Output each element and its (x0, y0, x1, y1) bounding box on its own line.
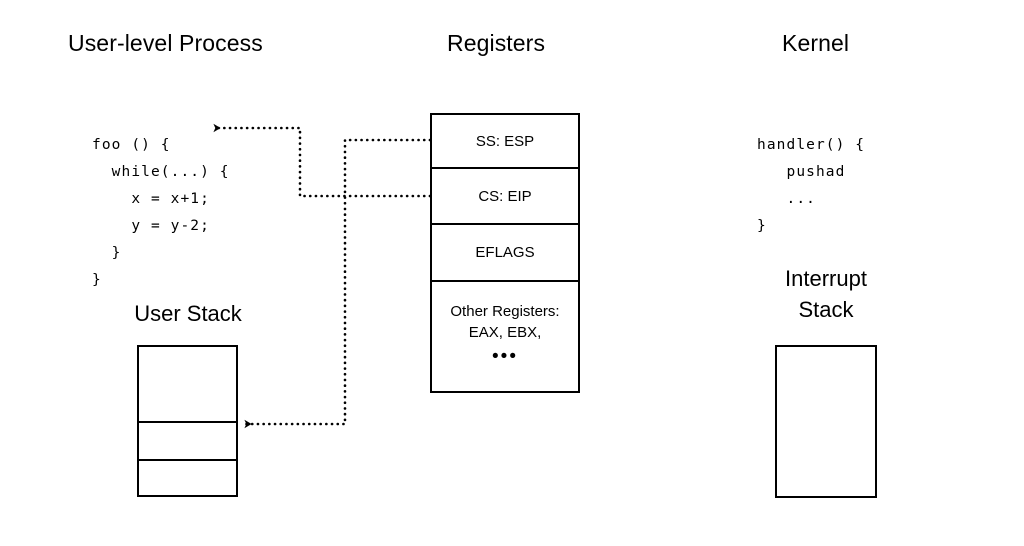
register-cell-cs-eip: CS: EIP (432, 169, 578, 225)
register-cell-ss-esp: SS: ESP (432, 115, 578, 169)
register-cell-other-registers-list: EAX, EBX, (468, 323, 542, 341)
register-cell-cs-eip-label: CS: EIP (478, 187, 532, 205)
kernel-handler-code: handler() { pushad ... } (757, 136, 866, 234)
interrupt-stack-box (775, 345, 877, 498)
user-stack-cell (139, 347, 236, 423)
register-cell-other-registers-label: Other Registers: (450, 302, 560, 320)
user-stack-box (137, 345, 238, 497)
register-cell-ss-esp-label: SS: ESP (475, 132, 535, 150)
interrupt-stack-title-line-1: Interrupt (785, 266, 867, 291)
column-heading-registers: Registers (447, 30, 546, 56)
user-stack-title: User Stack (134, 301, 242, 326)
interrupt-stack-title-line-2: Stack (798, 297, 854, 322)
register-cell-other-registers-ellipsis: ••• (492, 345, 518, 367)
registers-box: SS: ESP CS: EIP EFLAGS Other Registers: … (430, 113, 580, 393)
column-heading-kernel: Kernel (782, 30, 850, 56)
connector-cs-eip-to-code (212, 123, 432, 198)
column-heading-user-level-process: User-level Process (68, 30, 263, 56)
interrupt-stack-title: Interrupt Stack (763, 263, 889, 325)
register-cell-other-registers: Other Registers: EAX, EBX, ••• (432, 282, 578, 391)
register-cell-eflags-label: EFLAGS (475, 244, 535, 261)
user-stack-cell (139, 423, 236, 461)
register-cell-eflags: EFLAGS (432, 225, 578, 282)
user-process-code: foo () { while(...) { x = x+1; y = y-2; … (92, 136, 230, 288)
user-stack-cell (139, 461, 236, 495)
connector-ss-esp-to-user-stack (243, 138, 432, 429)
